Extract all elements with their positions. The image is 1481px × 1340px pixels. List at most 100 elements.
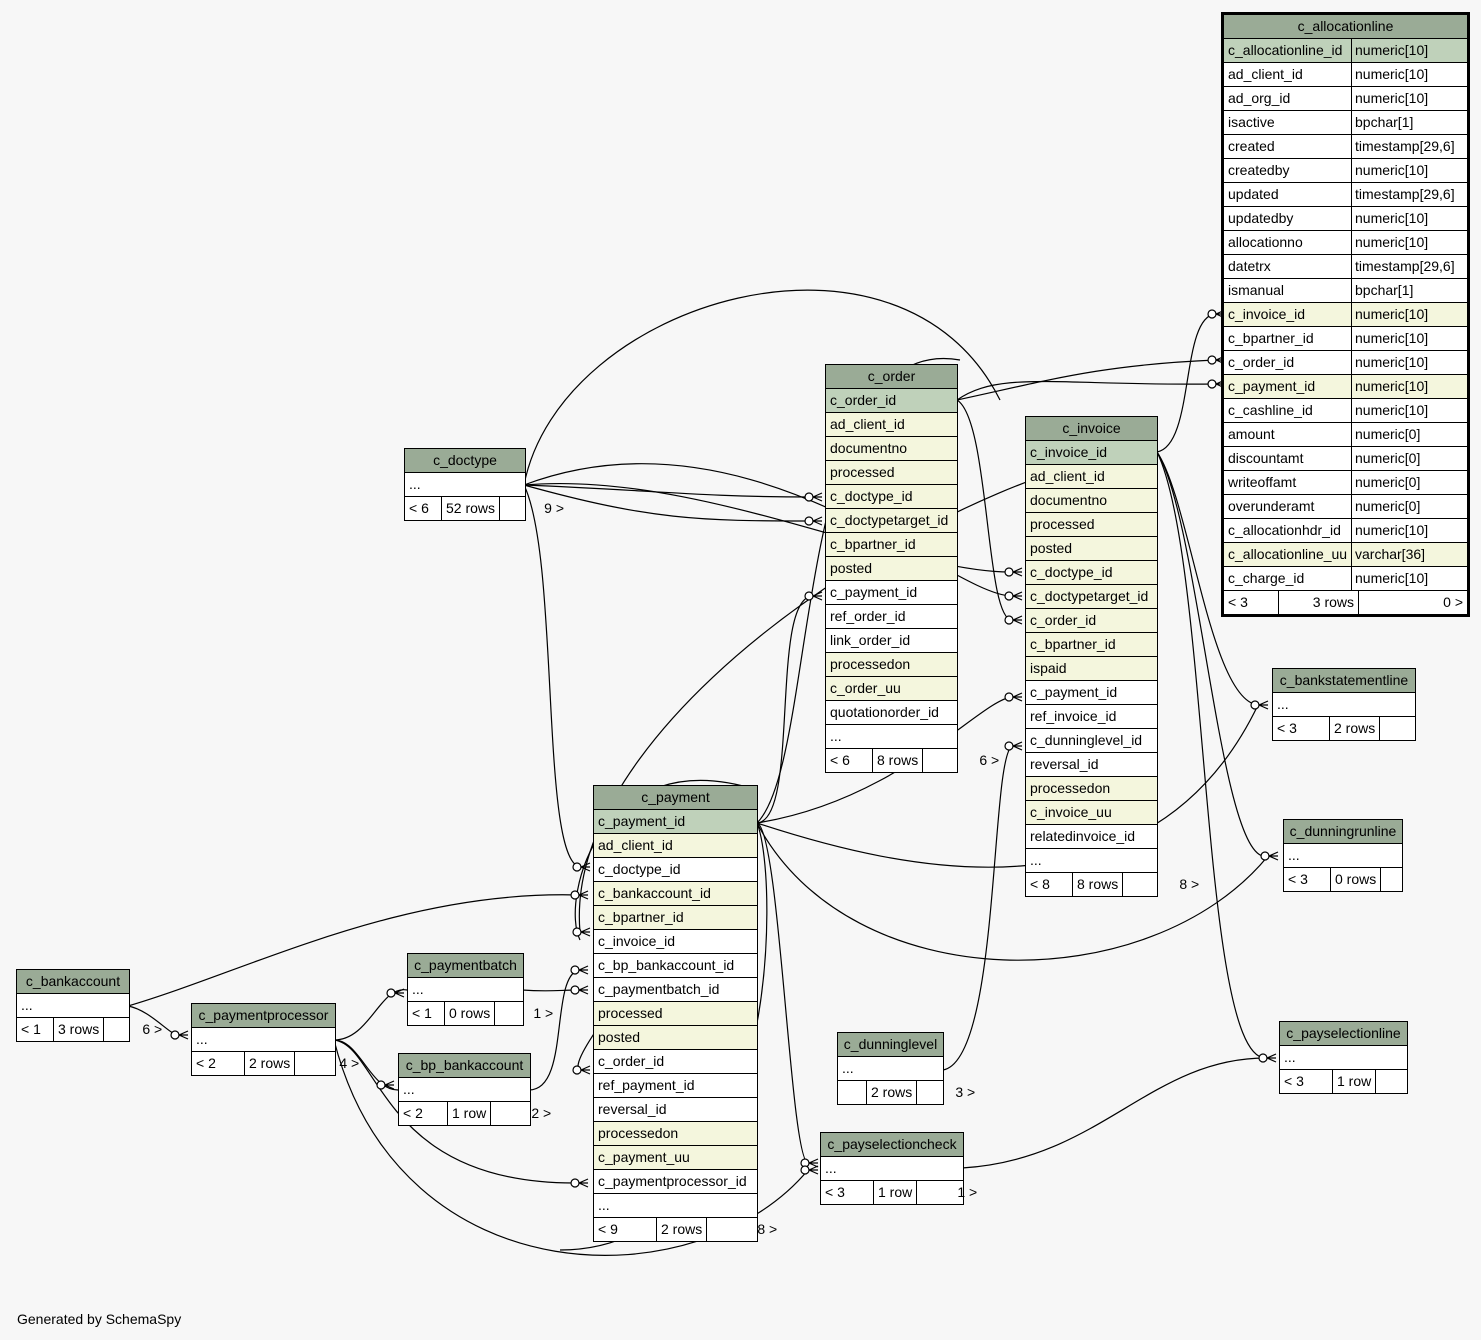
column-row[interactable]: ... [1280, 1046, 1407, 1070]
children-link[interactable]: 1 > [916, 1181, 981, 1204]
children-link[interactable]: 1 > [494, 1002, 557, 1025]
children-link[interactable]: 3 > [916, 1081, 979, 1104]
parents-link[interactable] [838, 1081, 866, 1104]
column-row[interactable]: c_invoice_id [1026, 441, 1157, 465]
column-row[interactable]: c_paymentbatch_id [594, 978, 757, 1002]
column-row[interactable]: posted [826, 557, 957, 581]
column-row[interactable]: ... [1273, 693, 1415, 717]
column-row[interactable]: processedon [594, 1122, 757, 1146]
column-row[interactable]: ... [408, 978, 523, 1002]
children-link[interactable]: 0 > [1358, 591, 1467, 614]
children-link[interactable]: 6 > [103, 1018, 166, 1041]
children-link[interactable]: 9 > [499, 497, 568, 520]
column-row[interactable]: processedon [826, 653, 957, 677]
column-row[interactable]: quotationorder_id [826, 701, 957, 725]
column-row[interactable]: ad_client_id [1026, 465, 1157, 489]
column-row[interactable]: c_order_id [594, 1050, 757, 1074]
children-link[interactable] [1380, 868, 1449, 891]
parents-link[interactable]: < 3 [1284, 1073, 1304, 1089]
table-title[interactable]: c_dunningrunline [1284, 820, 1402, 844]
table-title[interactable]: c_doctype [405, 449, 525, 473]
column-row[interactable]: ispaid [1026, 657, 1157, 681]
column-row[interactable]: c_doctype_id [594, 858, 757, 882]
column-row[interactable]: c_payment_id [594, 810, 757, 834]
column-row[interactable]: ... [826, 725, 957, 749]
column-row[interactable]: ... [1284, 844, 1402, 868]
children-link[interactable]: 8 > [1122, 873, 1203, 896]
column-row[interactable]: ref_invoice_id [1026, 705, 1157, 729]
children-link[interactable]: 4 > [294, 1052, 363, 1075]
column-row[interactable]: ... [1026, 849, 1157, 873]
column-row[interactable]: c_payment_id [1026, 681, 1157, 705]
column-row[interactable]: link_order_id [826, 629, 957, 653]
parents-link[interactable]: < 2 [196, 1055, 216, 1071]
column-row[interactable]: ref_order_id [826, 605, 957, 629]
column-row[interactable]: ... [594, 1194, 757, 1218]
table-title[interactable]: c_paymentbatch [408, 954, 523, 978]
column-row[interactable]: ad_client_id [826, 413, 957, 437]
column-row[interactable]: ... [192, 1028, 335, 1052]
column-row[interactable]: ref_payment_id [594, 1074, 757, 1098]
column-row[interactable]: c_doctype_id [1026, 561, 1157, 585]
column-row[interactable]: c_payment_id [826, 581, 957, 605]
column-row[interactable]: ... [399, 1078, 530, 1102]
parents-link[interactable]: < 6 [409, 500, 429, 516]
children-link[interactable] [1375, 1070, 1440, 1093]
column-row[interactable]: c_invoice_uu [1026, 801, 1157, 825]
column-row[interactable]: processed [826, 461, 957, 485]
column-row[interactable]: documentno [826, 437, 957, 461]
table-title[interactable]: c_payment [594, 786, 757, 810]
column-row[interactable]: c_invoice_id [594, 930, 757, 954]
column-row[interactable]: relatedinvoice_id [1026, 825, 1157, 849]
table-title[interactable]: c_paymentprocessor [192, 1004, 335, 1028]
table-title[interactable]: c_bankaccount [17, 970, 129, 994]
column-row[interactable]: c_payment_uu [594, 1146, 757, 1170]
table-title[interactable]: c_invoice [1026, 417, 1157, 441]
column-row[interactable]: c_order_id [1026, 609, 1157, 633]
column-row[interactable]: c_doctype_id [826, 485, 957, 509]
column-row[interactable]: processed [594, 1002, 757, 1026]
column-row[interactable]: documentno [1026, 489, 1157, 513]
column-row[interactable]: ad_client_id [594, 834, 757, 858]
column-row[interactable]: c_doctypetarget_id [1026, 585, 1157, 609]
parents-link[interactable]: < 9 [598, 1221, 618, 1237]
table-title[interactable]: c_bp_bankaccount [399, 1054, 530, 1078]
column-row[interactable]: posted [594, 1026, 757, 1050]
column-row[interactable]: ... [405, 473, 525, 497]
parents-link[interactable]: < 3 [1277, 720, 1297, 736]
table-title[interactable]: c_dunninglevel [838, 1033, 943, 1057]
column-row[interactable]: ... [821, 1157, 963, 1181]
column-row[interactable]: c_bankaccount_id [594, 882, 757, 906]
column-row[interactable]: c_bpartner_id [1026, 633, 1157, 657]
parents-link[interactable]: < 1 [21, 1021, 41, 1037]
column-row[interactable]: c_order_id [826, 389, 957, 413]
table-title[interactable]: c_allocationline [1224, 15, 1467, 39]
parents-link[interactable]: < 2 [403, 1105, 423, 1121]
